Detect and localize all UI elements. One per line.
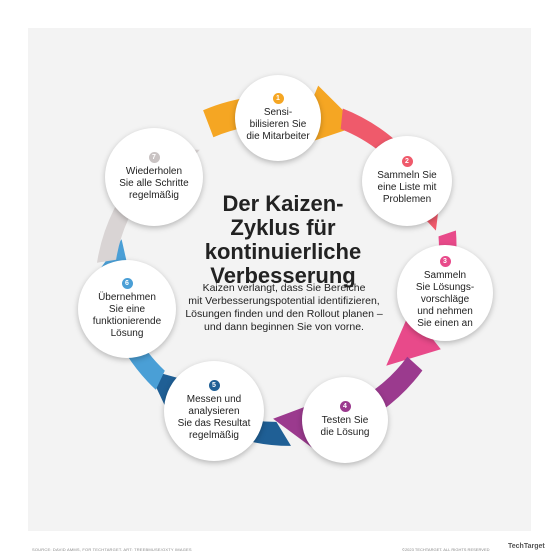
step-1-label: Sensi- bilisieren Sie die Mitarbeiter bbox=[246, 107, 310, 142]
step-7-badge: 7 bbox=[148, 152, 160, 163]
step-2-circle: 2 Sammeln Sie eine Liste mit Problemen bbox=[362, 136, 452, 226]
step-7-label: Wiederholen Sie alle Schritte regelmäßig bbox=[119, 166, 189, 201]
step-2-label: Sammeln Sie eine Liste mit Problemen bbox=[377, 170, 437, 205]
step-4-badge: 4 bbox=[339, 401, 351, 412]
step-1-badge: 1 bbox=[272, 93, 284, 104]
step-5-circle: 5 Messen und analysieren Sie das Resulta… bbox=[164, 361, 264, 461]
step-5-badge: 5 bbox=[208, 380, 220, 391]
diagram-title: Der Kaizen- Zyklus für kontinuierliche V… bbox=[204, 191, 362, 288]
step-3-circle: 3 Sammeln Sie Lösungs- vorschläge und ne… bbox=[397, 245, 493, 341]
step-5-label: Messen und analysieren Sie das Resultat … bbox=[177, 394, 251, 441]
step-6-badge: 6 bbox=[121, 278, 133, 289]
step-3-badge: 3 bbox=[439, 256, 451, 267]
step-6-circle: 6 Übernehmen Sie eine funktionierende Lö… bbox=[78, 260, 176, 358]
step-4-label: Testen Sie die Lösung bbox=[320, 415, 370, 438]
techtarget-logo: TechTarget bbox=[508, 543, 545, 550]
step-4-circle: 4 Testen Sie die Lösung bbox=[302, 377, 388, 463]
source-credit: SOURCE: DAVID AMMS, FOR TECHTARGET. ART:… bbox=[32, 547, 192, 552]
step-7-circle: 7 Wiederholen Sie alle Schritte regelmäß… bbox=[105, 128, 203, 226]
step-3-label: Sammeln Sie Lösungs- vorschläge und nehm… bbox=[415, 270, 475, 329]
diagram-description: Kaizen verlangt, dass Sie Bereiche mit V… bbox=[185, 282, 383, 333]
step-2-badge: 2 bbox=[401, 156, 413, 167]
step-1-circle: 1 Sensi- bilisieren Sie die Mitarbeiter bbox=[235, 75, 321, 161]
copyright-notice: ©2023 TECHTARGET. ALL RIGHTS RESERVED bbox=[402, 547, 490, 552]
step-6-label: Übernehmen Sie eine funktionierende Lösu… bbox=[92, 292, 162, 339]
